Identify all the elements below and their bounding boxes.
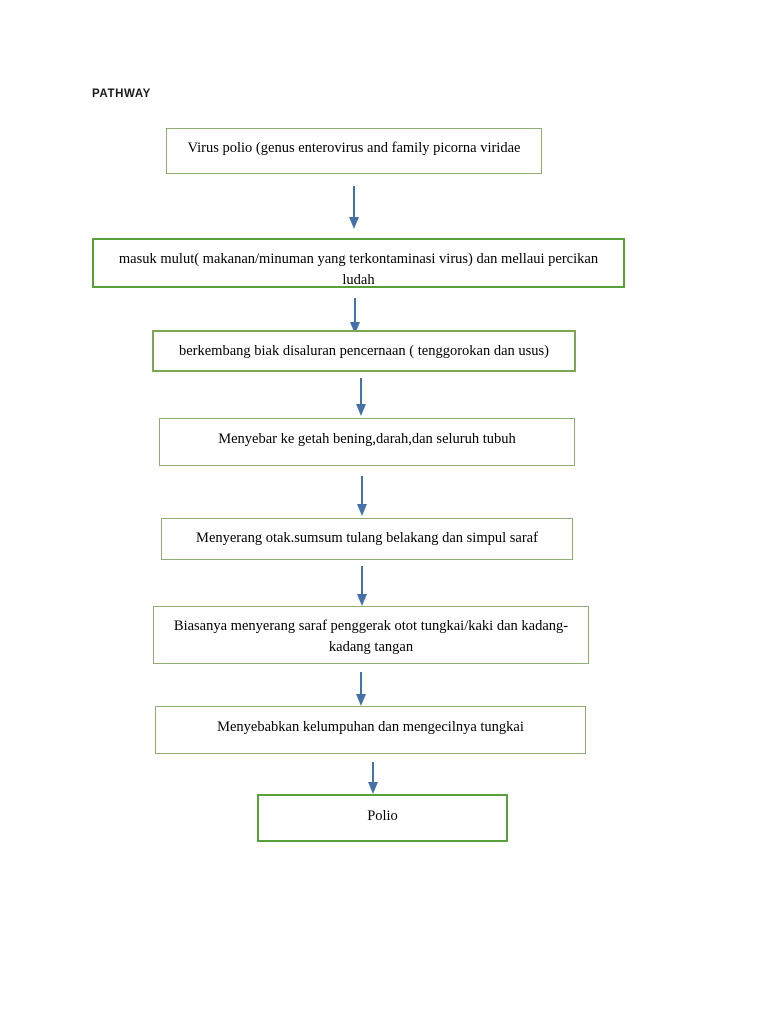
flow-node-label: masuk mulut( makanan/minuman yang terkon… [118, 251, 599, 288]
arrow-down-icon [354, 476, 370, 518]
flow-node-label: Virus polio (genus enterovirus and famil… [187, 140, 521, 156]
flow-node-virus-polio: Virus polio (genus enterovirus and famil… [166, 128, 542, 174]
flow-node-label: Biasanya menyerang saraf penggerak otot … [173, 618, 569, 655]
flow-node-polio: Polio [257, 794, 508, 842]
arrow-down-icon [353, 378, 369, 418]
arrow-down-icon [347, 298, 363, 336]
flow-node-masuk-mulut: masuk mulut( makanan/minuman yang terkon… [92, 238, 625, 288]
flow-node-menyebar-getah-bening: Menyebar ke getah bening,darah,dan selur… [159, 418, 575, 466]
flow-node-berkembang-biak: berkembang biak disaluran pencernaan ( t… [152, 330, 576, 372]
flow-node-kelumpuhan: Menyebabkan kelumpuhan dan mengecilnya t… [155, 706, 586, 754]
flow-node-label: Menyebar ke getah bening,darah,dan selur… [218, 431, 516, 447]
flow-node-saraf-penggerak-otot: Biasanya menyerang saraf penggerak otot … [153, 606, 589, 664]
flow-node-label: Menyebabkan kelumpuhan dan mengecilnya t… [217, 719, 524, 735]
flow-node-label: berkembang biak disaluran pencernaan ( t… [178, 343, 550, 359]
arrow-down-icon [346, 186, 362, 232]
arrow-down-icon [353, 672, 369, 708]
flow-node-label: Polio [367, 808, 398, 824]
flow-node-menyerang-otak: Menyerang otak.sumsum tulang belakang da… [161, 518, 573, 560]
page-title: PATHWAY [92, 88, 151, 100]
flow-node-label: Menyerang otak.sumsum tulang belakang da… [196, 530, 538, 546]
arrow-down-icon [354, 566, 370, 608]
arrow-down-icon [365, 762, 381, 796]
